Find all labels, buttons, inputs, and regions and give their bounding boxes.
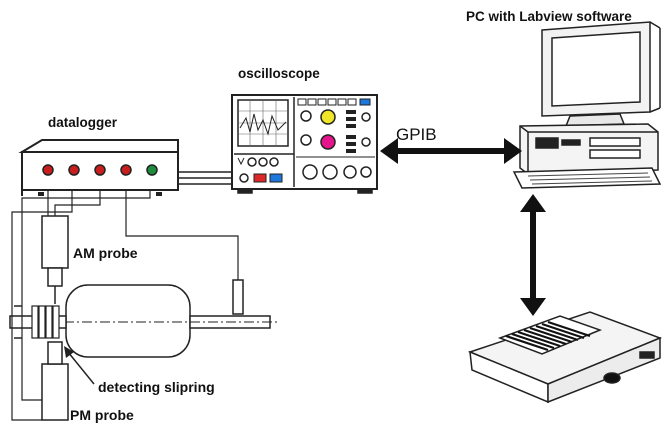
slipring-label: detecting slipring (98, 379, 215, 395)
pm-probe-label: PM probe (70, 407, 134, 423)
slipring-pointer (64, 346, 95, 385)
printer-arrow (520, 194, 546, 316)
oscilloscope-label: oscilloscope (238, 66, 320, 81)
am-probe-label: AM probe (73, 245, 138, 261)
pc-label: PC with Labview software (466, 9, 632, 24)
gpib-arrow (380, 138, 522, 164)
signal-cables (178, 171, 232, 185)
pc-icon (512, 21, 662, 189)
printer-icon (467, 311, 663, 404)
probe-wiring (11, 190, 239, 421)
datalogger-label: datalogger (48, 115, 118, 130)
gpib-label: GPIB (396, 125, 437, 144)
motor-icon (9, 279, 280, 358)
pm-probe-icon (41, 341, 69, 421)
am-probe-icon (41, 215, 69, 304)
oscilloscope-icon (231, 94, 378, 194)
datalogger-icon (18, 139, 179, 196)
